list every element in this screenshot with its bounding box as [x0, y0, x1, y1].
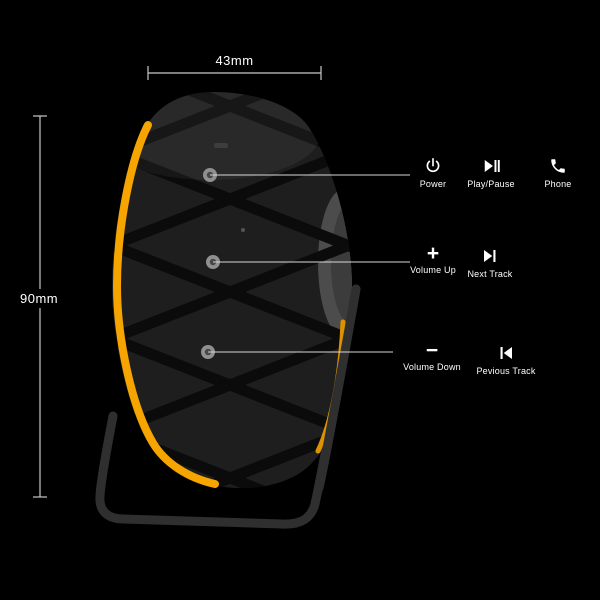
power-callout: Power: [414, 157, 452, 189]
volume-down-callout: − Volume Down: [403, 339, 461, 372]
speaker-hub: [318, 189, 352, 337]
play-pause-callout: Play/Pause: [466, 157, 516, 189]
previous-track-label: Pevious Track: [476, 366, 536, 376]
next-track-label: Next Track: [467, 269, 513, 279]
previous-track-icon: [500, 347, 512, 359]
tire-marking: [241, 228, 245, 232]
volume-down-label: Volume Down: [403, 362, 461, 372]
width-dimension-label: 43mm: [215, 53, 254, 68]
width-dimension-line: [147, 66, 322, 80]
height-dimension-label: 90mm: [16, 289, 63, 308]
power-label: Power: [419, 179, 447, 189]
tire-marking: [214, 143, 228, 148]
phone-label: Phone: [544, 179, 572, 189]
volume-up-callout: + Volume Up: [410, 242, 456, 275]
rim-accent-left: [112, 121, 219, 488]
phone-callout: Phone: [538, 157, 578, 189]
wire-stand-front: [314, 284, 361, 493]
power-icon: [426, 158, 440, 173]
volume-up-label: Volume Up: [410, 265, 456, 275]
previous-track-callout: Pevious Track: [474, 344, 538, 376]
next-track-callout: Next Track: [462, 247, 518, 279]
minus-icon: −: [425, 339, 439, 362]
play-pause-label: Play/Pause: [467, 179, 515, 189]
next-track-icon: [484, 250, 496, 262]
callout-lines: [208, 174, 410, 353]
play-pause-icon: [484, 160, 500, 172]
phone-icon: [551, 159, 565, 173]
plus-icon: +: [426, 242, 440, 265]
